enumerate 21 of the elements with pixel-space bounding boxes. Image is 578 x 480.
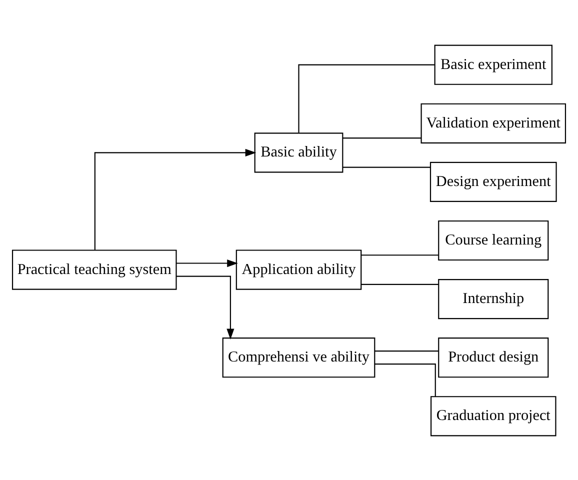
node-box: Graduation project xyxy=(430,396,556,436)
node-box: Validation experiment xyxy=(420,102,566,143)
arrow xyxy=(94,148,256,250)
connector xyxy=(342,137,422,138)
node-box: Internship xyxy=(438,278,549,319)
connector xyxy=(342,166,430,168)
arrow xyxy=(176,275,234,340)
node-box: Basic ability xyxy=(254,132,344,172)
connector xyxy=(361,283,438,284)
connector xyxy=(361,254,438,256)
node-box: Design experiment xyxy=(430,161,557,202)
connector xyxy=(298,64,434,132)
node-box: Product design xyxy=(438,337,549,378)
node-box: Course learning xyxy=(438,220,549,260)
arrow xyxy=(176,258,238,267)
node-box: Comprehensi ve ability xyxy=(222,337,376,378)
node-box: Basic experiment xyxy=(434,44,552,84)
connector xyxy=(374,350,438,352)
node-box: Application ability xyxy=(236,249,362,290)
node-box: Practical teaching system xyxy=(12,249,177,290)
connector xyxy=(374,363,436,396)
